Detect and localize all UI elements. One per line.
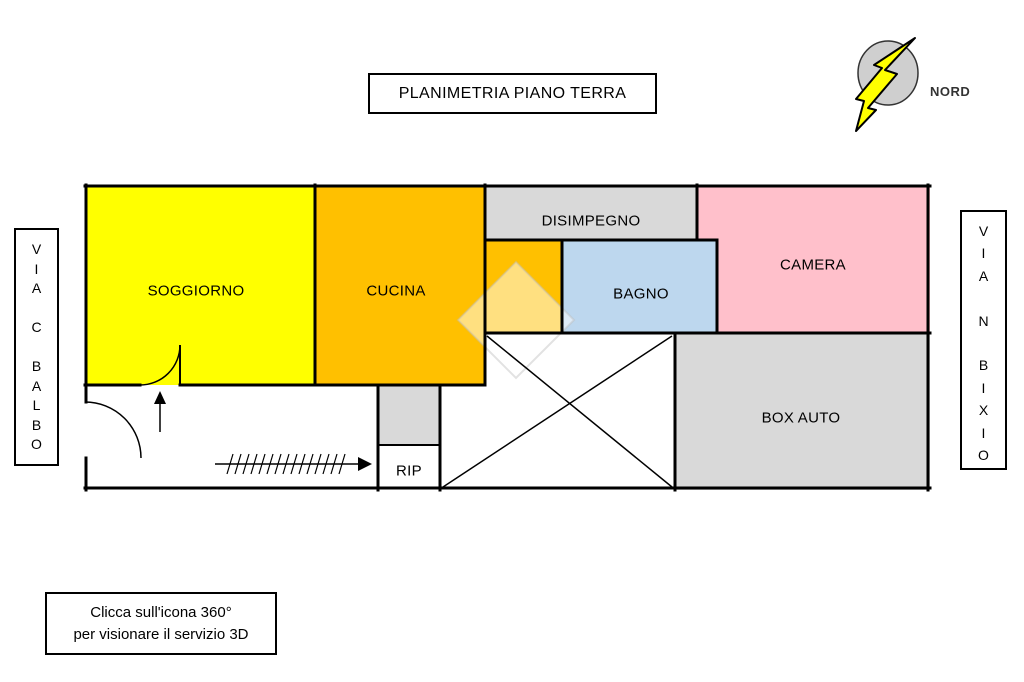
room-hallway	[485, 240, 562, 333]
entrance-arrow	[154, 391, 166, 432]
label-box-auto: BOX AUTO	[761, 409, 841, 427]
note-360-instruction: Clicca sull'icona 360° per visionare il …	[45, 592, 277, 655]
stairs-arrow	[215, 453, 372, 475]
label-bagno: BAGNO	[613, 285, 669, 303]
room-rip	[378, 385, 440, 445]
label-rip: RIP	[396, 462, 422, 480]
label-cucina: CUCINA	[366, 282, 426, 300]
plan-title: PLANIMETRIA PIANO TERRA	[368, 73, 657, 114]
north-label: NORD	[930, 84, 971, 99]
room-disimpegno	[485, 185, 697, 240]
label-disimpegno: DISIMPEGNO	[541, 212, 641, 230]
room-camera	[697, 185, 930, 333]
label-camera: CAMERA	[780, 256, 846, 274]
compass-circle	[857, 40, 919, 106]
label-soggiorno: SOGGIORNO	[147, 282, 245, 300]
room-soggiorno	[85, 185, 315, 385]
street-label-via-c-balbo: V I A C B A L B O	[14, 228, 59, 466]
street-label-via-n-bixio: V I A N B I X I O	[960, 210, 1007, 470]
room-bagno	[562, 240, 717, 333]
room-box-auto	[675, 333, 930, 490]
north-arrow-bolt-icon	[855, 37, 916, 132]
